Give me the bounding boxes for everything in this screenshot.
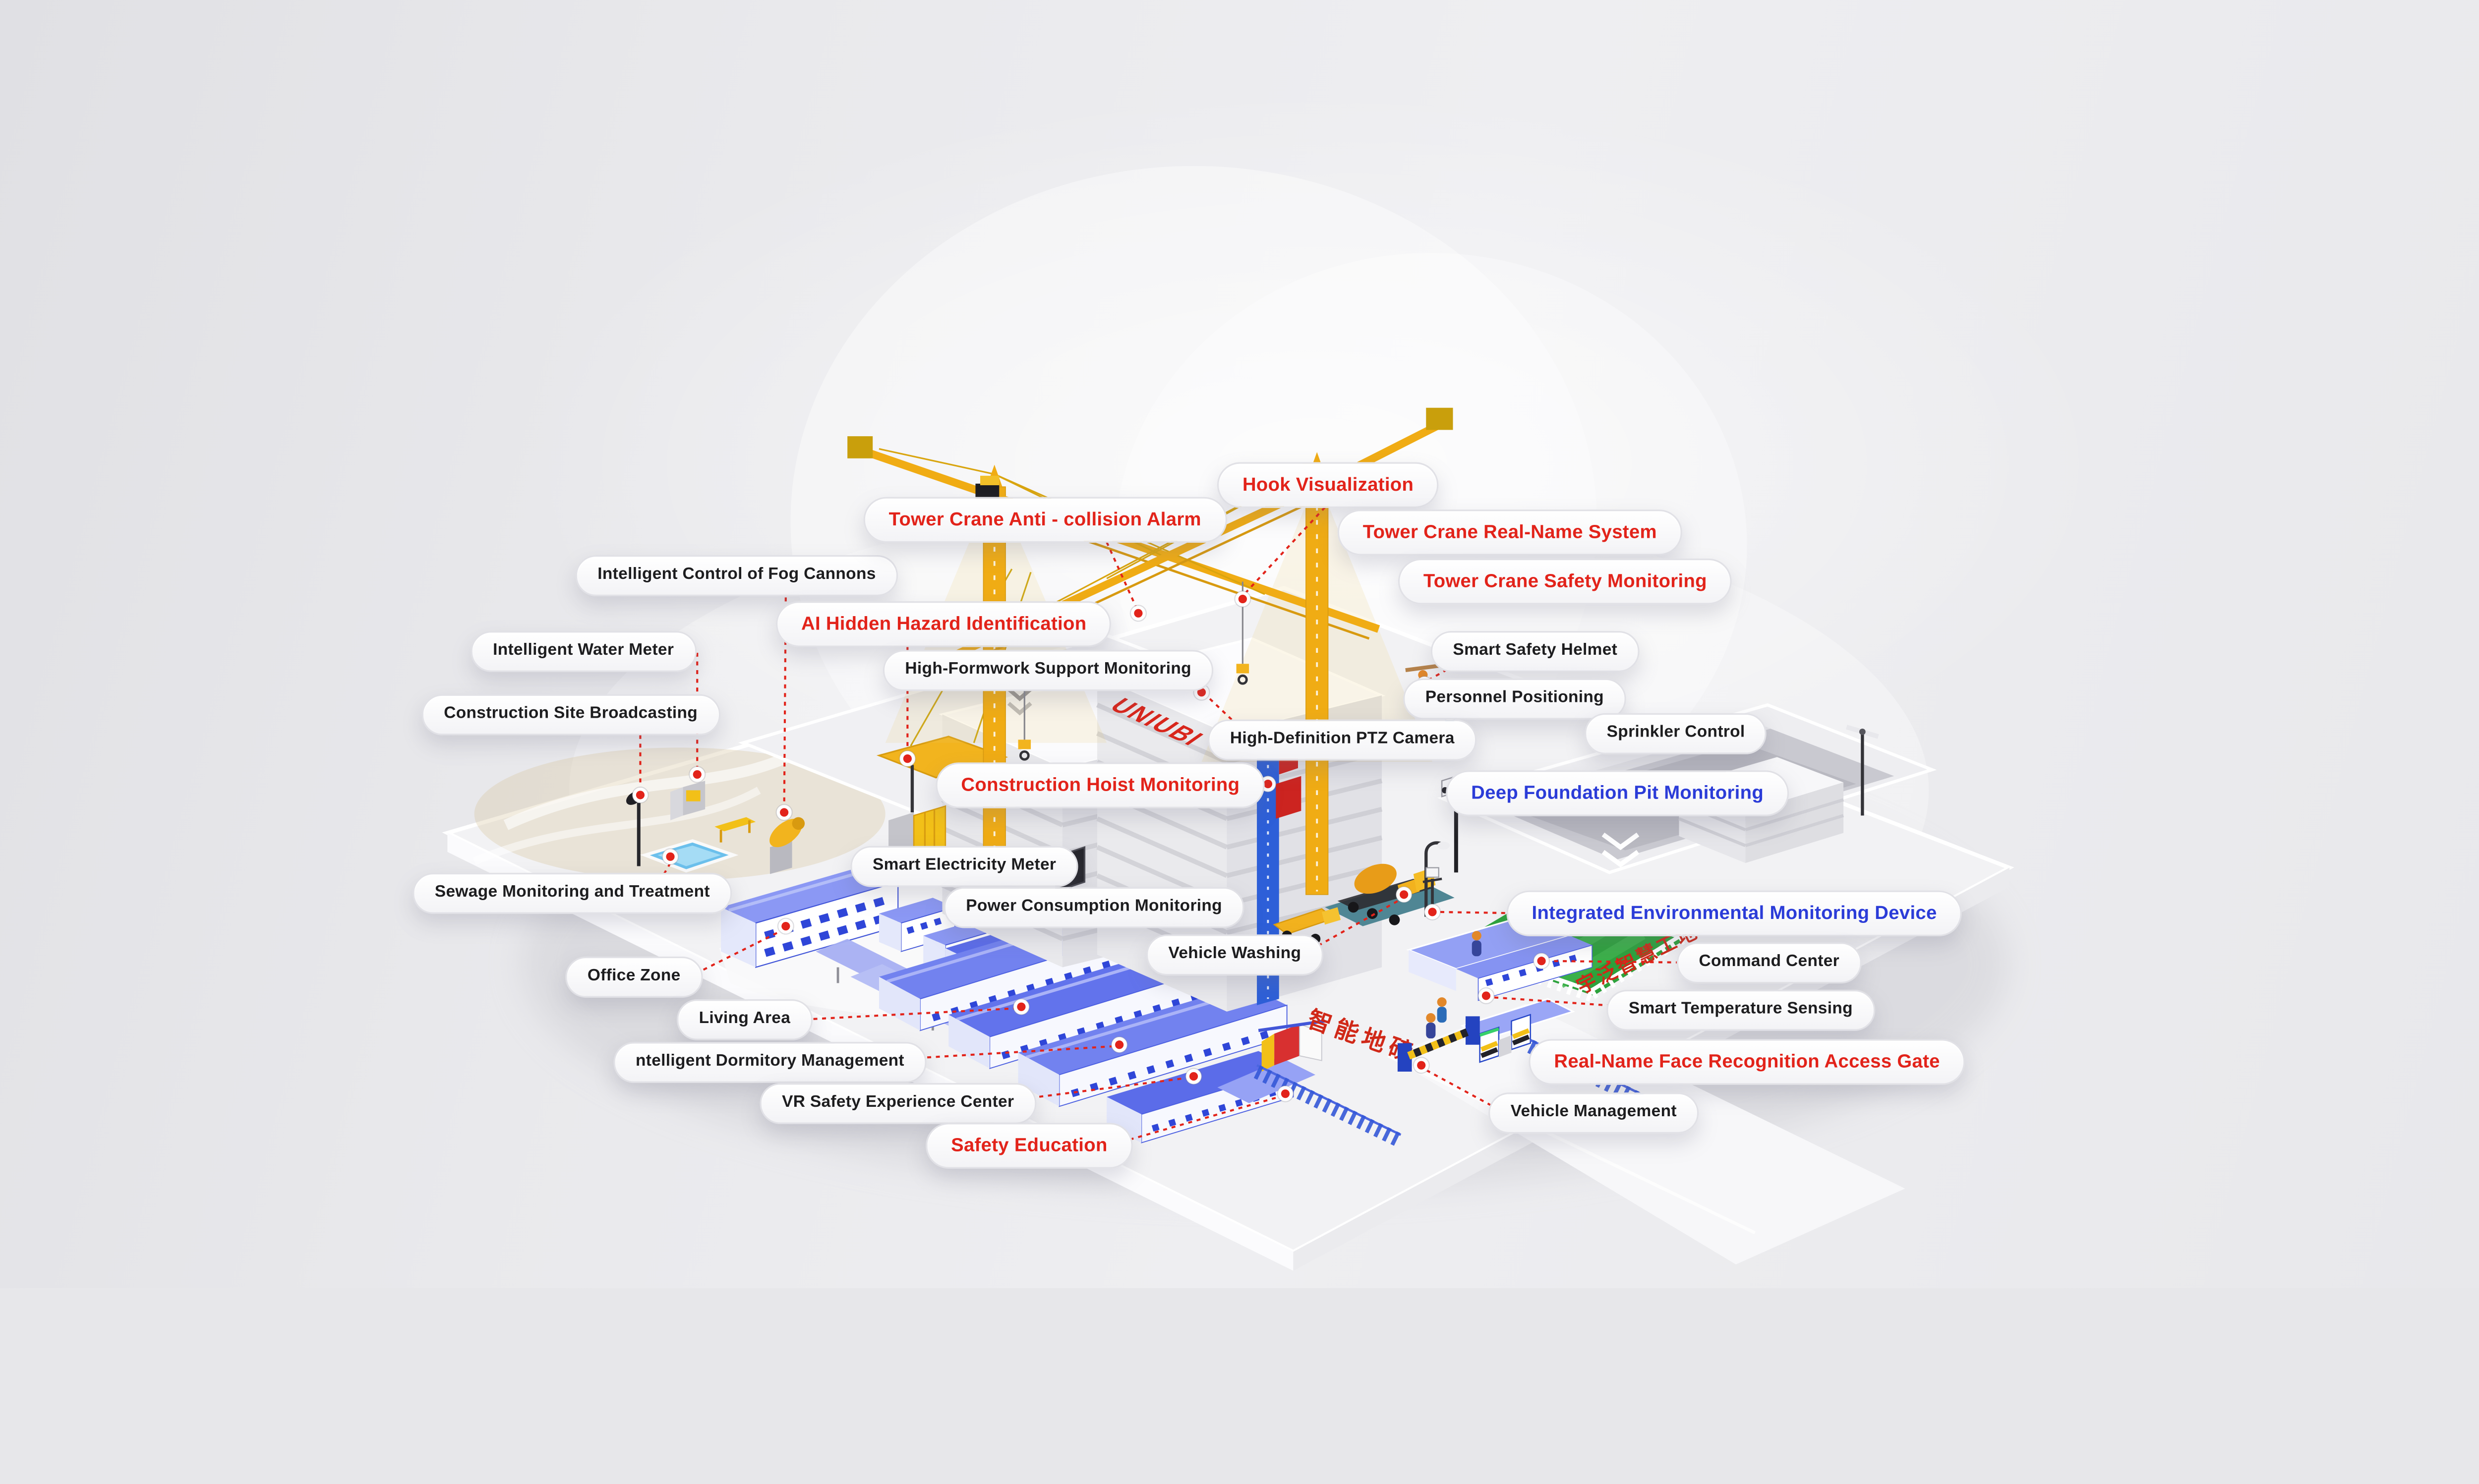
label-pill-living-area: Living Area	[676, 999, 813, 1040]
leader-safety-education	[1113, 1096, 1280, 1145]
dot-tower-crane-anti-collision	[1129, 605, 1147, 622]
street-lamp	[1424, 841, 1450, 917]
formwork-chevrons-icon	[1007, 687, 1032, 716]
label-layer: Intelligent Control of Fog Cannons Hook V…	[413, 462, 1965, 1169]
label-pill-high-formwork: High-Formwork Support Monitoring	[883, 650, 1214, 690]
dot-ai-hidden-hazard	[899, 750, 916, 767]
label-pill-vehicle-washing: Vehicle Washing	[1146, 934, 1323, 975]
label-pill-tower-crane-anti-collision: Tower Crane Anti - collision Alarm	[863, 497, 1227, 543]
dot-vehicle-washing	[1395, 886, 1413, 903]
label-pill-hook-visualization: Hook Visualization	[1217, 462, 1439, 509]
dot-dormitory-management	[1111, 1036, 1128, 1053]
label-pill-smart-safety-helmet: Smart Safety Helmet	[1430, 631, 1640, 672]
label-pill-tower-crane-real-name: Tower Crane Real-Name System	[1337, 510, 1682, 556]
dot-safety-education	[1277, 1085, 1294, 1102]
leader-tower-crane-anti-collision	[1106, 541, 1138, 609]
mixer-truck	[1337, 863, 1436, 925]
label-pill-fog-cannons: Intelligent Control of Fog Cannons	[575, 555, 898, 596]
label-pill-command-center: Command Center	[1676, 942, 1862, 983]
dot-hook-visualization	[1234, 590, 1251, 608]
label-pill-ptz-camera: High-Definition PTZ Camera	[1208, 719, 1477, 760]
dot-fog-cannons	[775, 803, 793, 821]
leader-living-area	[804, 1007, 1015, 1021]
label-pill-electricity-meter: Smart Electricity Meter	[850, 846, 1078, 887]
smart-site-infographic: UNIUBI	[0, 0, 2479, 1288]
workers	[1405, 663, 1481, 1039]
leader-vr-center	[1013, 1077, 1188, 1101]
dot-office-zone	[777, 917, 794, 935]
label-pill-dormitory-management: ntelligent Dormitory Management	[613, 1042, 927, 1083]
pit-chevrons-icon	[1601, 832, 1640, 868]
worker	[1426, 1013, 1436, 1039]
label-pill-deep-foundation: Deep Foundation Pit Monitoring	[1446, 770, 1789, 817]
label-pill-sprinkler-control: Sprinkler Control	[1585, 713, 1768, 754]
dot-vehicle-management	[1413, 1057, 1430, 1074]
leader-ptz-camera	[1205, 694, 1239, 727]
leader-dormitory-management	[901, 1045, 1114, 1060]
dot-integrated-env	[1423, 903, 1441, 920]
water-meter-kiosk	[670, 781, 706, 820]
dot-site-broadcasting	[632, 786, 649, 804]
leader-office-zone	[695, 930, 782, 975]
gate-cabin-left	[1479, 1026, 1500, 1063]
label-pill-vr-center: VR Safety Experience Center	[760, 1083, 1037, 1124]
dot-water-meter	[689, 766, 706, 783]
fog-cannon	[769, 817, 805, 874]
leader-smart-temperature	[1492, 996, 1629, 1008]
label-pill-sewage: Sewage Monitoring and Treatment	[413, 872, 732, 913]
dot-sewage	[661, 848, 679, 865]
gate-cabin-right	[1511, 1014, 1532, 1051]
label-pill-safety-education: Safety Education	[926, 1123, 1133, 1169]
yellow-stool	[714, 817, 756, 843]
label-pill-real-name-gate: Real-Name Face Recognition Access Gate	[1529, 1039, 1965, 1085]
anemometer-pole	[1846, 725, 1879, 816]
label-pill-ai-hidden-hazard: AI Hidden Hazard Identification	[775, 601, 1112, 648]
label-pill-office-zone: Office Zone	[565, 956, 703, 997]
label-pill-personnel-positioning: Personnel Positioning	[1403, 678, 1626, 719]
label-pill-smart-temperature: Smart Temperature Sensing	[1606, 989, 1875, 1030]
label-pill-vehicle-management: Vehicle Management	[1488, 1092, 1699, 1133]
leader-hook-visualization	[1243, 507, 1326, 595]
label-pill-tower-crane-safety: Tower Crane Safety Monitoring	[1398, 558, 1732, 605]
worker	[1472, 931, 1481, 957]
label-pill-hoist-monitoring: Construction Hoist Monitoring	[936, 762, 1265, 809]
dot-living-area	[1012, 998, 1030, 1016]
leader-command-center	[1547, 960, 1689, 964]
dot-vr-center	[1185, 1068, 1202, 1085]
label-pill-site-broadcasting: Construction Site Broadcasting	[421, 694, 720, 735]
leader-layer	[632, 507, 1689, 1145]
dot-command-center	[1533, 952, 1550, 970]
label-pill-power-consumption: Power Consumption Monitoring	[944, 887, 1244, 928]
label-pill-integrated-env: Integrated Environmental Monitoring Devi…	[1506, 890, 1962, 937]
dot-smart-temperature	[1477, 987, 1495, 1004]
leader-sewage	[663, 862, 671, 875]
worker	[1437, 997, 1447, 1023]
label-pill-water-meter: Intelligent Water Meter	[471, 631, 696, 672]
